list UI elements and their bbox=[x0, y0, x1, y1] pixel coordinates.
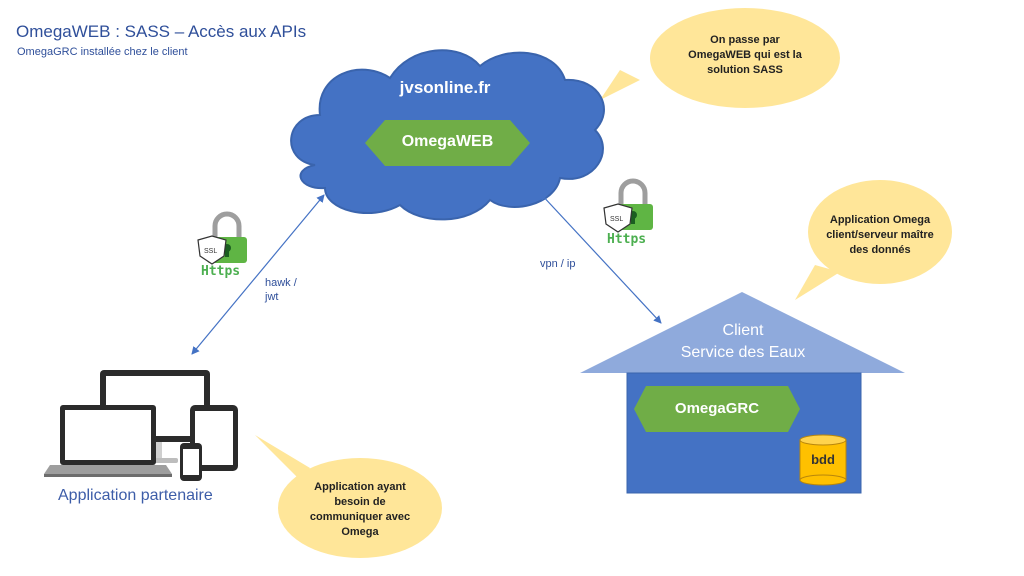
page-subtitle: OmegaGRC installée chez le client bbox=[17, 46, 188, 58]
client-roof bbox=[580, 292, 905, 373]
client-callout-bubble bbox=[795, 180, 952, 300]
database-icon bbox=[799, 434, 847, 486]
right-protocol-label: vpn / ip bbox=[540, 258, 576, 270]
omegaweb-label: OmegaWEB bbox=[401, 133, 494, 150]
client-roof-label: Client Service des Eaux bbox=[680, 322, 806, 361]
https-label-left: Https bbox=[201, 264, 241, 279]
ssl-badge-left: SSL bbox=[204, 248, 217, 255]
ssl-shield-icon: SSL bbox=[603, 203, 633, 233]
top-callout-bubble bbox=[600, 8, 840, 108]
partner-callout-bubble bbox=[255, 435, 442, 558]
page-title: OmegaWEB : SASS – Accès aux APIs bbox=[16, 22, 307, 41]
laptop-icon bbox=[44, 405, 172, 477]
https-label-right: Https bbox=[607, 232, 647, 247]
ssl-shield-icon: SSL bbox=[197, 235, 227, 265]
omegaweb-hexagon bbox=[365, 120, 530, 166]
ssl-badge-right: SSL bbox=[610, 216, 623, 223]
database-label: bdd bbox=[811, 452, 835, 467]
client-callout-text: Application Omega client/serveur maître … bbox=[826, 214, 934, 256]
top-callout-text: On passe par OmegaWEB qui est la solutio… bbox=[688, 34, 802, 76]
omegagrc-label: OmegaGRC bbox=[674, 400, 760, 417]
partner-app-label: Application partenaire bbox=[58, 487, 213, 504]
left-protocol-label: hawk / jwt bbox=[265, 277, 297, 303]
omegagrc-hexagon bbox=[634, 386, 800, 432]
partner-cloud-arrow bbox=[191, 194, 325, 355]
phone-icon bbox=[180, 443, 202, 481]
cloud-client-arrow bbox=[539, 192, 662, 324]
partner-callout-text: Application ayant besoin de communiquer … bbox=[309, 481, 411, 538]
cloud-domain-label: jvsonline.fr bbox=[399, 78, 491, 97]
